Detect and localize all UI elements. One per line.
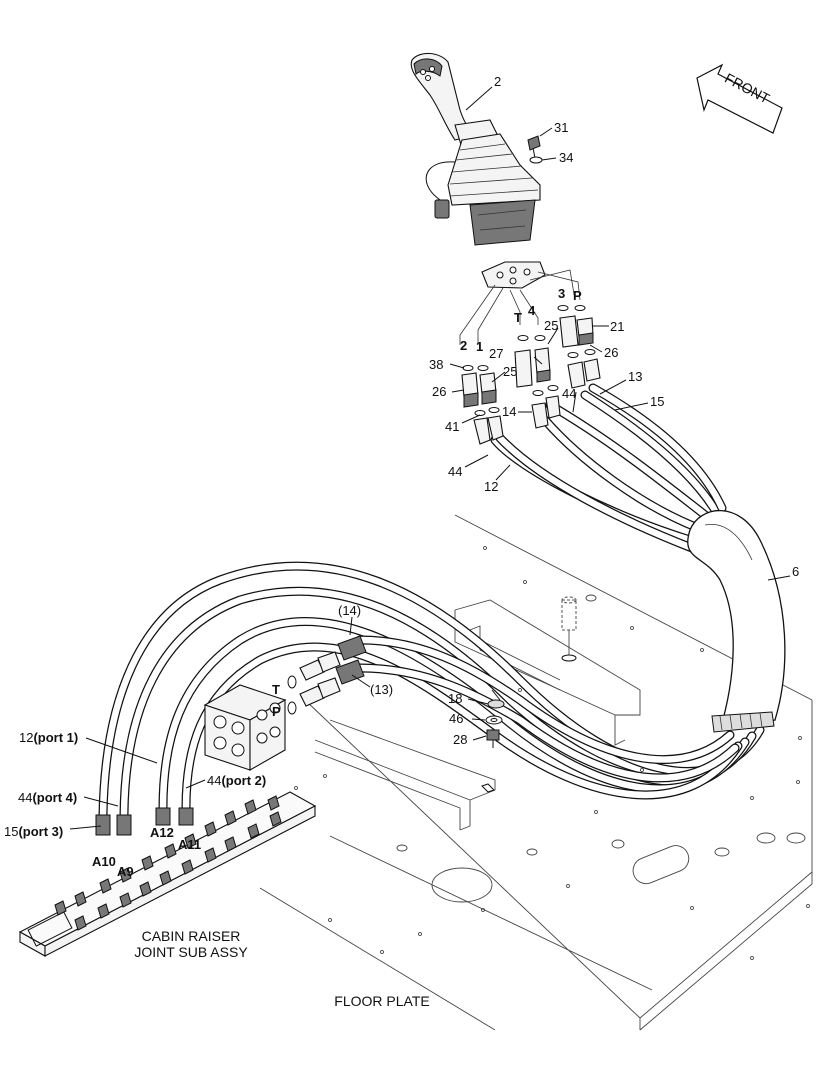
label-26-right: 26 <box>604 345 618 360</box>
label-26-left: 26 <box>432 384 446 399</box>
label-21: 21 <box>610 319 624 334</box>
cabin-raiser-line2: JOINT SUB ASSY <box>134 944 248 960</box>
label-44-mid: 44 <box>562 386 576 401</box>
front-arrow: FRONT <box>696 63 783 134</box>
port4-label: 44(port 4) <box>18 790 77 805</box>
label-28: 28 <box>453 732 467 747</box>
relay-fittings <box>287 635 367 715</box>
joint-fittings <box>54 795 282 931</box>
label-A12: A12 <box>150 825 174 840</box>
label-2: 2 <box>494 74 501 89</box>
label-34: 34 <box>559 150 573 165</box>
joystick-assembly <box>410 52 541 246</box>
cabin-raiser-line1: CABIN RAISER <box>142 928 241 944</box>
label-25-left: 25 <box>503 364 517 379</box>
label-44-left: 44 <box>448 464 462 479</box>
label-12: 12 <box>484 479 498 494</box>
port-label-T: T <box>514 310 522 325</box>
hose-sleeve <box>687 510 786 733</box>
part-labels: 2 31 34 21 26 25 27 38 25 26 44 13 15 14… <box>338 74 799 747</box>
label-46: 46 <box>449 711 463 726</box>
port-label-4: 4 <box>528 303 536 318</box>
label-27: 27 <box>489 346 503 361</box>
port3-label: 15(port 3) <box>4 824 63 839</box>
mounting-bracket-front <box>314 719 496 831</box>
port-label-P: P <box>573 288 582 303</box>
label-31: 31 <box>554 120 568 135</box>
label-A11: A11 <box>178 837 201 852</box>
upper-hoses <box>490 383 727 553</box>
washer-34 <box>529 156 543 164</box>
valve-port-P: P <box>272 704 281 719</box>
label-25-mid: 25 <box>544 318 558 333</box>
label-A9: A9 <box>117 864 134 879</box>
mounting-bracket-rear <box>454 599 641 746</box>
label-14: 14 <box>502 404 516 419</box>
assembly-captions: CABIN RAISER JOINT SUB ASSY FLOOR PLATE <box>134 928 429 1009</box>
valve-gasket <box>481 261 546 289</box>
label-paren-13: (13) <box>370 682 393 697</box>
label-paren-14: (14) <box>338 603 361 618</box>
port-label-3: 3 <box>558 286 565 301</box>
port2-label: 44(port 2) <box>207 773 266 788</box>
valve-port-T: T <box>272 682 280 697</box>
lower-hoses <box>98 561 765 820</box>
label-15: 15 <box>650 394 664 409</box>
stud-phantom <box>561 596 577 662</box>
label-6: 6 <box>792 564 799 579</box>
label-A10: A10 <box>92 854 116 869</box>
port-leaders <box>459 269 581 345</box>
label-13: 13 <box>628 369 642 384</box>
label-38: 38 <box>429 357 443 372</box>
relay-valve-block <box>203 684 287 771</box>
floor-plate <box>259 514 813 1031</box>
leader-lines <box>69 86 791 830</box>
hose-port-labels: 12(port 1) 44(port 4) 15(port 3) 44(port… <box>4 730 266 879</box>
label-41: 41 <box>445 419 459 434</box>
label-18: 18 <box>448 691 462 706</box>
port-label-2: 2 <box>460 338 467 353</box>
bolt-31 <box>527 135 541 159</box>
fittings <box>461 305 601 445</box>
port-label-1: 1 <box>476 339 483 354</box>
port-labels: T 4 3 P 2 1 T P <box>272 286 582 719</box>
floor-plate-label: FLOOR PLATE <box>334 993 429 1009</box>
joint-sub-assembly <box>18 791 317 957</box>
port1-label: 12(port 1) <box>19 730 78 745</box>
